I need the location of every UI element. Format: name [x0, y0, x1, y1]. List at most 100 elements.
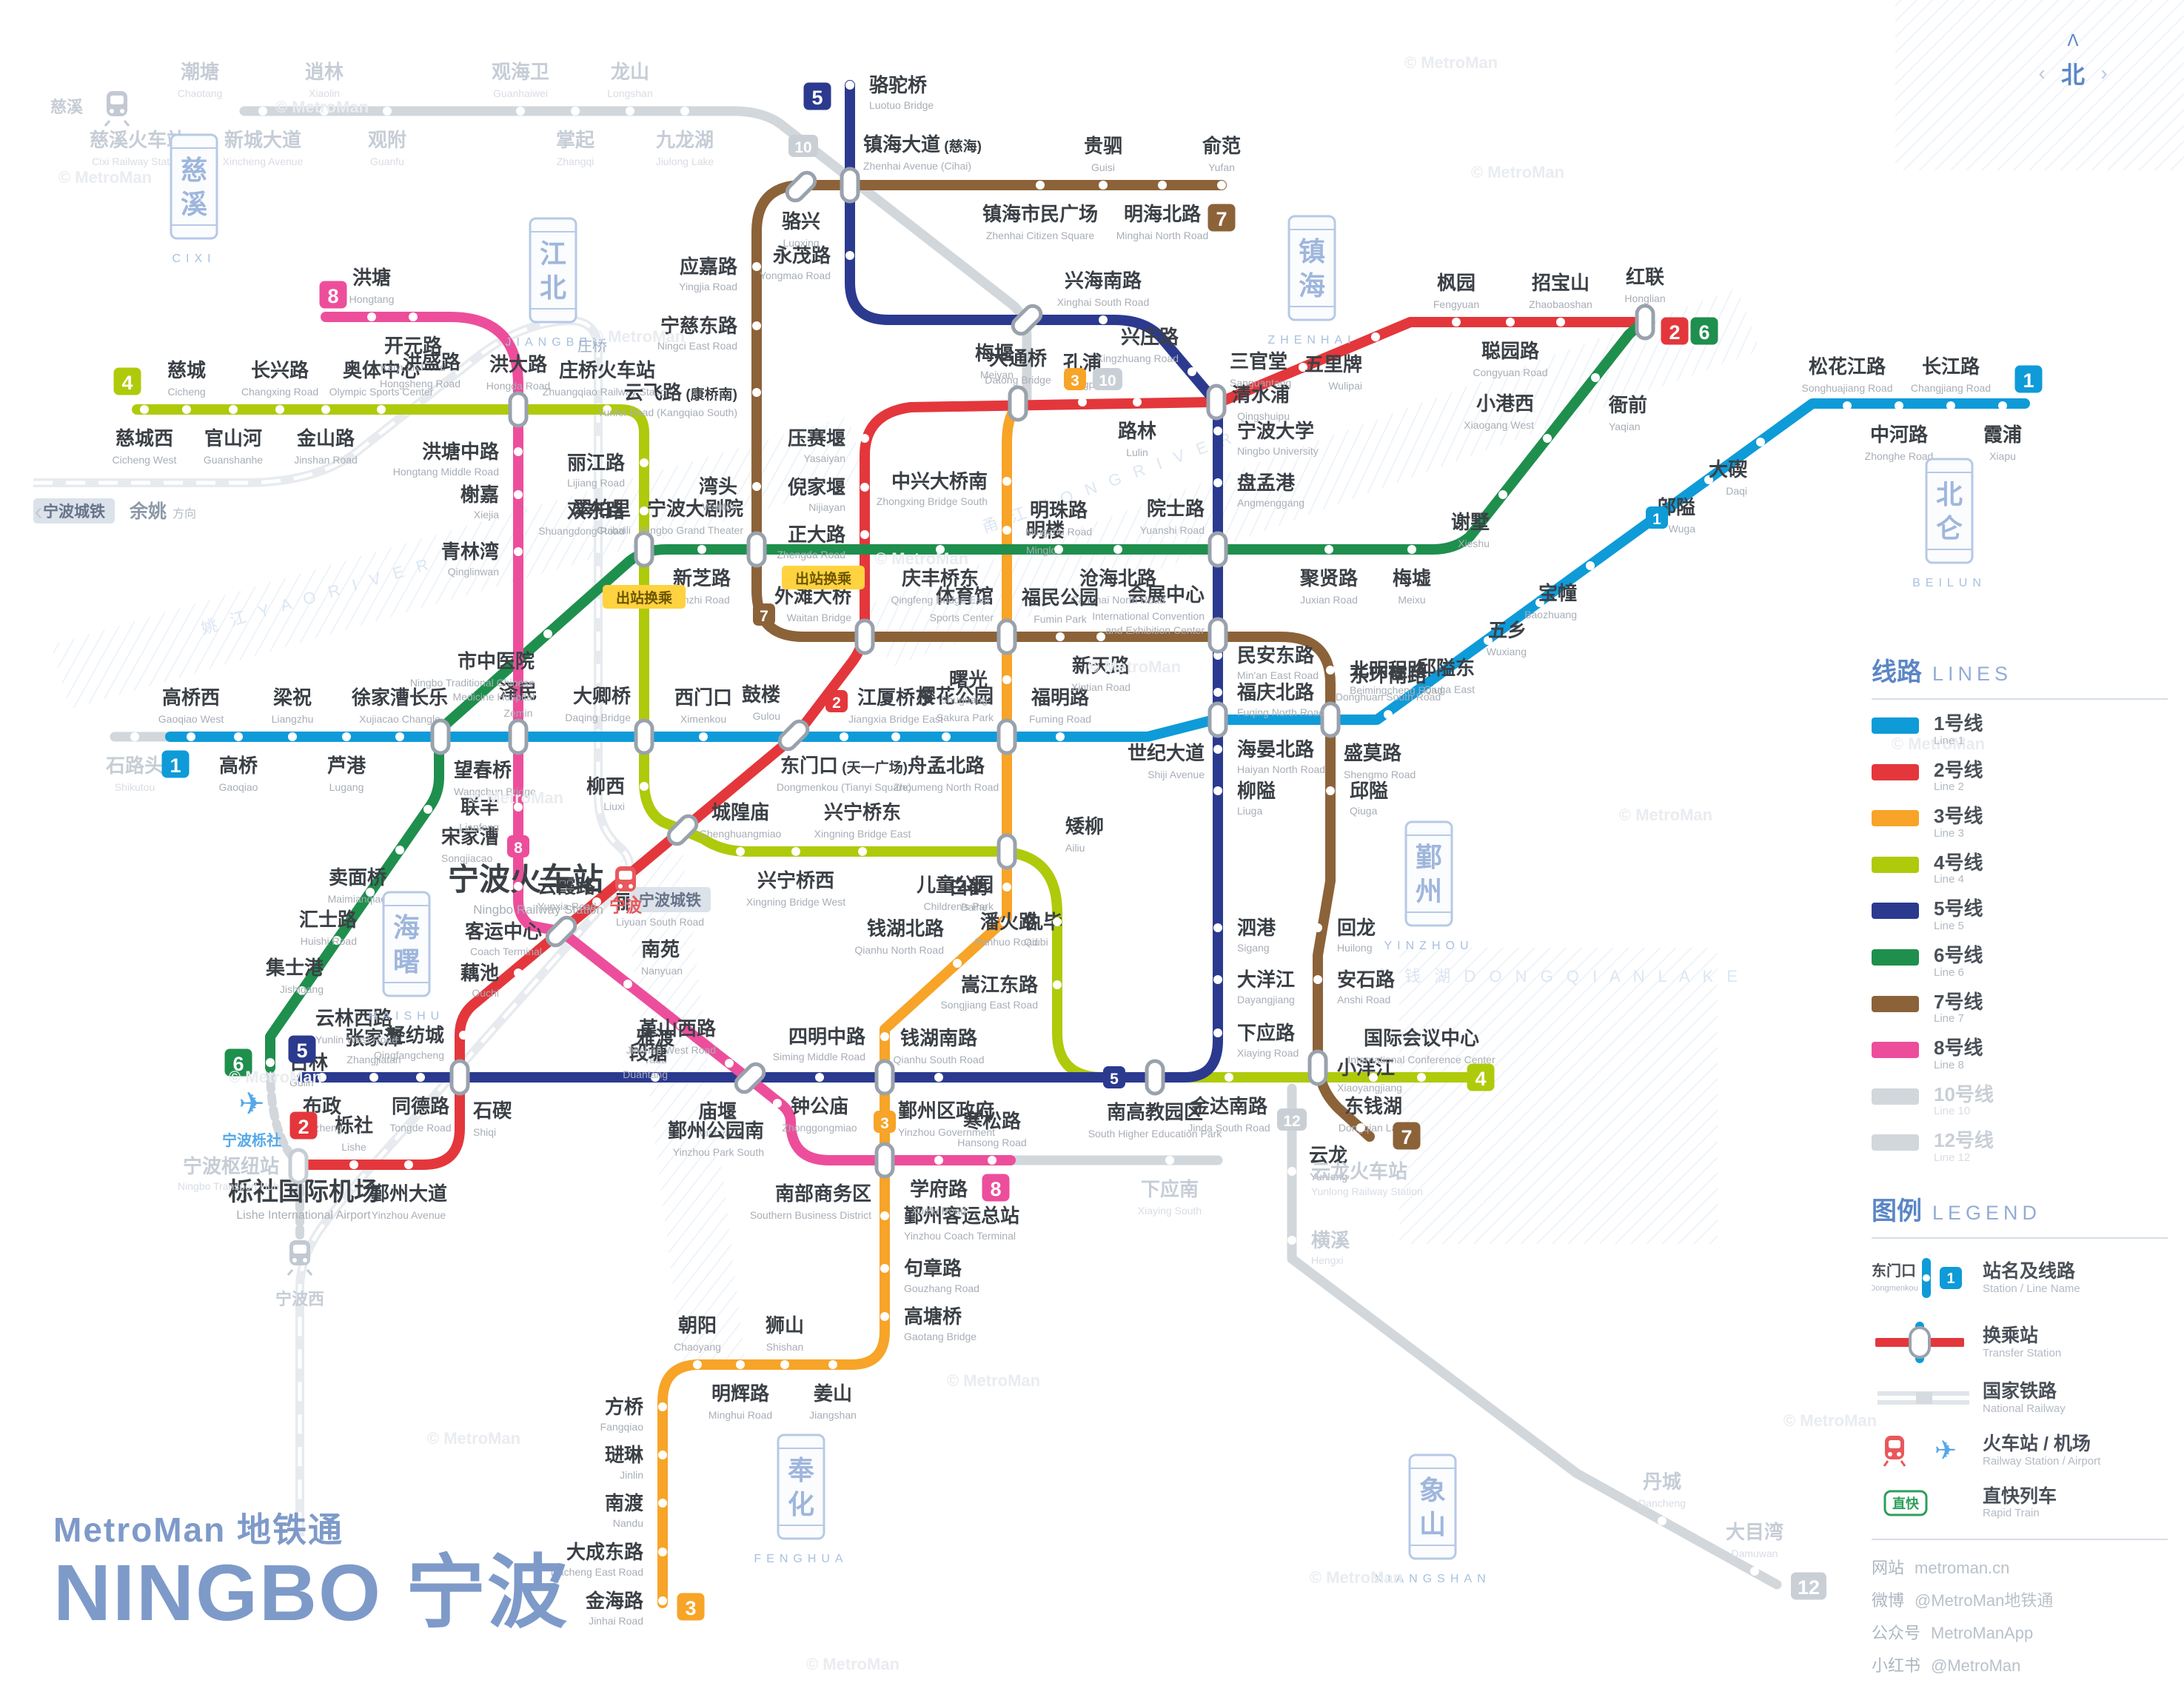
station[interactable]: 云飞路 (康桥南)Yunfei Road (Kangqiao South) [597, 381, 761, 418]
